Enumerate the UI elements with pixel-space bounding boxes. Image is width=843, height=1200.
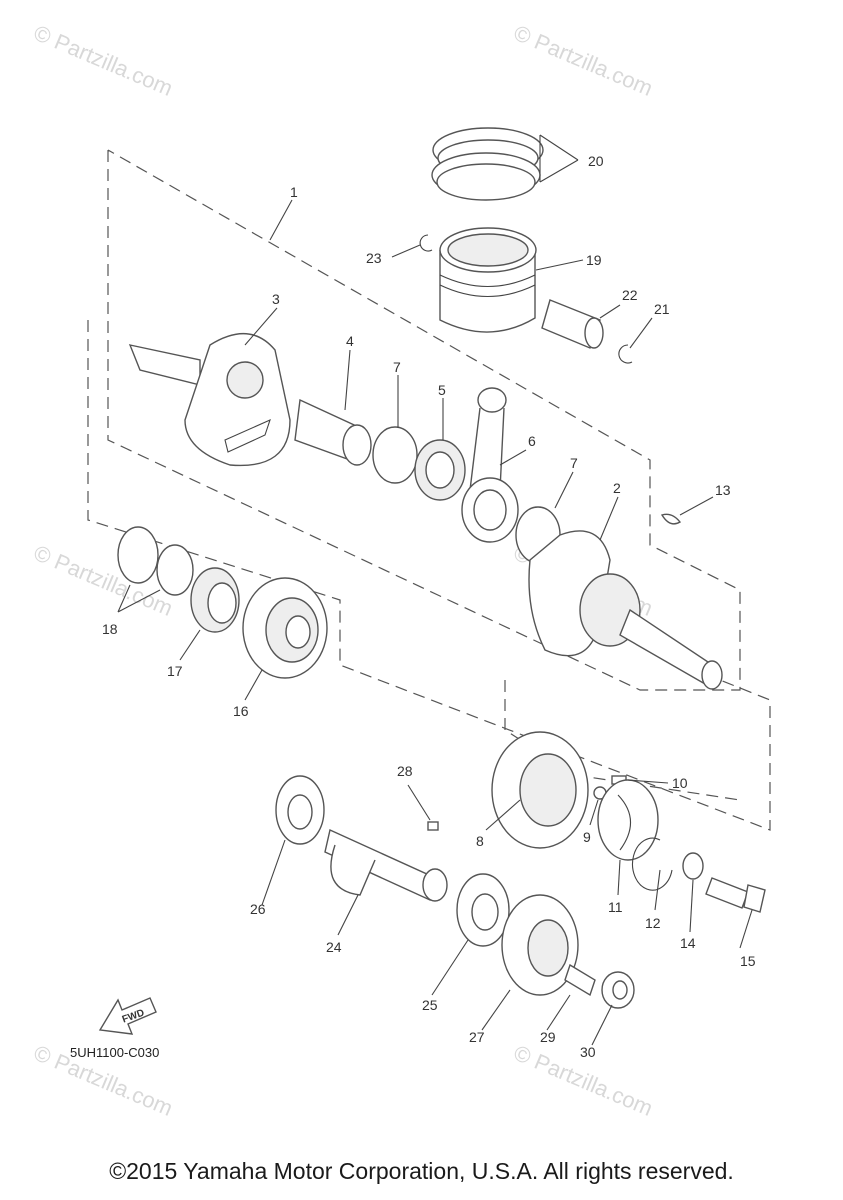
callout-7a: 7	[393, 359, 401, 375]
callout-3: 3	[272, 291, 280, 307]
callout-9: 9	[583, 829, 591, 845]
callout-10: 10	[672, 775, 688, 791]
nut	[601, 971, 635, 1009]
assembly-dash-lower	[87, 320, 771, 831]
oil-seal-1	[117, 526, 159, 584]
callout-1: 1	[290, 184, 298, 200]
callouts: 1 20 19 23 22 21 3 4 7 5 6 7 2 13 18 17 …	[102, 153, 756, 1060]
callout-26: 26	[250, 901, 266, 917]
spring-plate	[597, 779, 659, 861]
callout-16: 16	[233, 703, 249, 719]
woodruff-key	[660, 513, 682, 525]
callout-25: 25	[422, 997, 438, 1013]
callout-11: 11	[608, 899, 623, 915]
callout-4: 4	[346, 333, 354, 349]
main-bearing	[242, 577, 328, 679]
primary-drive-gear	[491, 731, 589, 849]
callout-6: 6	[528, 433, 536, 449]
callout-23: 23	[366, 250, 382, 266]
callout-24: 24	[326, 939, 342, 955]
callout-19: 19	[586, 252, 602, 268]
callout-15: 15	[740, 953, 756, 969]
balancer-bearing-right	[456, 873, 510, 947]
balancer-shaft	[324, 829, 448, 902]
balancer-key	[427, 821, 439, 831]
balancer-bearing-left	[275, 775, 325, 845]
fwd-arrow-icon: FWD	[98, 997, 157, 1035]
thrust-washer-left	[372, 426, 418, 484]
callout-30: 30	[580, 1044, 596, 1060]
piston-pin-clip-left	[419, 234, 433, 252]
circlip	[631, 837, 673, 891]
connecting-rod	[461, 387, 519, 543]
callout-12: 12	[645, 915, 661, 931]
callout-21: 21	[654, 301, 670, 317]
callout-18: 18	[102, 621, 118, 637]
diagram-code: 5UH1100-C030	[70, 1045, 160, 1060]
callout-29: 29	[540, 1029, 556, 1045]
callout-22: 22	[622, 287, 638, 303]
callout-27: 27	[469, 1029, 485, 1045]
piston-pin-clip-right	[618, 344, 633, 364]
copyright-notice: ©2015 Yamaha Motor Corporation, U.S.A. A…	[109, 1158, 734, 1184]
callout-2: 2	[613, 480, 621, 496]
callout-5: 5	[438, 382, 446, 398]
lock-washer	[682, 852, 704, 880]
callout-14: 14	[680, 935, 696, 951]
callout-28: 28	[397, 763, 413, 779]
oil-seal-2	[156, 544, 194, 596]
piston	[439, 227, 537, 333]
assembly-dash-upper	[107, 149, 741, 691]
bolt	[705, 877, 766, 913]
spacer-collar	[190, 567, 240, 633]
callout-8: 8	[476, 833, 484, 849]
piston-pin	[541, 299, 604, 349]
crank-web-left	[128, 332, 291, 467]
crank-pin	[294, 398, 372, 466]
piston-rings	[431, 127, 544, 201]
callout-7b: 7	[570, 455, 578, 471]
lock-washer-29	[564, 963, 596, 997]
callout-20: 20	[588, 153, 604, 169]
needle-bearing	[414, 439, 466, 501]
assembly-dash-gear	[504, 680, 741, 801]
callout-13: 13	[715, 482, 731, 498]
crank-web-right	[528, 530, 723, 690]
balancer-driven-gear	[501, 894, 579, 996]
callout-17: 17	[167, 663, 183, 679]
leader-lines	[117, 134, 753, 1046]
